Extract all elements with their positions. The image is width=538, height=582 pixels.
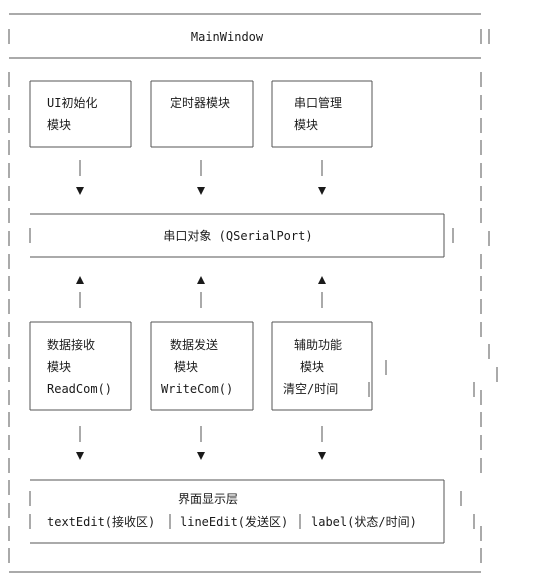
dashed-side-bars <box>8 29 498 563</box>
module-receive-line3: ReadCom() <box>47 382 113 396</box>
display-item-label: label(状态/时间) <box>311 515 417 529</box>
module-ui-init-line1: UI初始化 <box>47 96 98 110</box>
display-item-lineedit: lineEdit(发送区) <box>180 515 289 529</box>
module-serial-mgmt-line1: 串口管理 <box>294 96 343 110</box>
display-item-textedit: textEdit(接收区) <box>47 515 156 529</box>
arrows-up <box>76 276 326 284</box>
connectors-mid <box>79 292 323 308</box>
serial-object-box <box>29 213 454 258</box>
main-window-frame <box>9 13 481 573</box>
module-send-line2: 模块 <box>174 360 199 374</box>
module-receive-line1: 数据接收 <box>47 338 96 352</box>
module-aux-line3: 清空/时间 <box>283 382 339 396</box>
module-send-line3: WriteCom() <box>161 382 234 396</box>
arrows-down-top <box>76 187 326 195</box>
module-receive-line2: 模块 <box>47 360 72 374</box>
module-ui-init-line2: 模块 <box>47 118 72 132</box>
module-serial-mgmt-line2: 模块 <box>294 118 319 132</box>
display-layer-box <box>29 479 445 544</box>
module-aux-line1: 辅助功能 <box>294 338 343 352</box>
module-aux-line2: 模块 <box>300 360 325 374</box>
connectors-bottom <box>79 426 323 442</box>
arrows-down-bottom <box>76 452 326 460</box>
top-module-boxes <box>29 80 373 148</box>
connectors-top <box>79 160 323 176</box>
module-send-line1: 数据发送 <box>170 338 219 352</box>
serial-object-label: 串口对象 (QSerialPort) <box>163 229 313 243</box>
mid-module-boxes <box>29 321 387 411</box>
main-window-title: MainWindow <box>190 30 264 44</box>
module-timer-line1: 定时器模块 <box>170 96 231 110</box>
display-layer-title: 界面显示层 <box>177 492 239 506</box>
